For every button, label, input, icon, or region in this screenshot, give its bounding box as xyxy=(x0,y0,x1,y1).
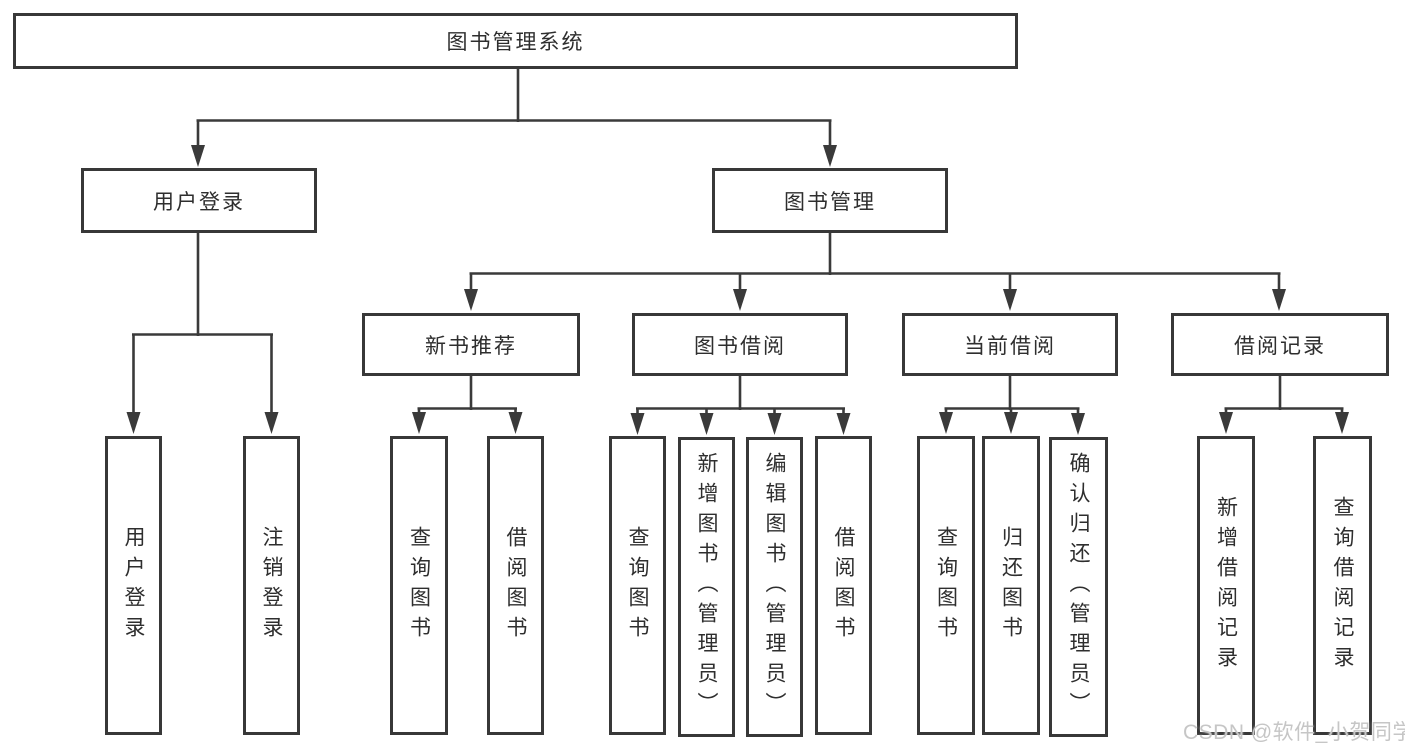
node-add-borrow-record: 新增借阅记录 xyxy=(1197,436,1255,735)
node-user-login: 用户登录 xyxy=(105,436,162,735)
node-label: 确认归还（管理员） xyxy=(1067,452,1090,722)
node-label: 查询图书 xyxy=(934,525,958,646)
node-label: 借阅图书 xyxy=(832,525,855,646)
node-user-login-group: 用户登录 xyxy=(81,168,317,233)
node-add-books-admin: 新增图书（管理员） xyxy=(678,437,735,737)
node-current-borrowing: 当前借阅 xyxy=(902,313,1118,376)
node-label: 用户登录 xyxy=(122,525,145,646)
node-book-borrowing: 图书借阅 xyxy=(632,313,848,376)
node-logout: 注销登录 xyxy=(243,436,300,735)
node-label: 查询图书 xyxy=(407,525,431,646)
node-borrowing-records: 借阅记录 xyxy=(1171,313,1389,376)
node-label: 查询图书 xyxy=(626,525,649,646)
node-label: 注销登录 xyxy=(260,525,283,646)
node-label: 新增借阅记录 xyxy=(1214,495,1238,676)
node-label: 借阅图书 xyxy=(504,525,527,646)
node-edit-books-admin: 编辑图书（管理员） xyxy=(746,437,803,737)
node-borrow-books: 借阅图书 xyxy=(815,436,872,735)
node-label: 归还图书 xyxy=(999,525,1023,646)
node-label: 编辑图书（管理员） xyxy=(763,452,786,722)
node-query-books-borrow: 查询图书 xyxy=(609,436,666,735)
node-borrow-books-recommend: 借阅图书 xyxy=(487,436,544,735)
node-query-books-current: 查询图书 xyxy=(917,436,975,735)
node-label: 查询借阅记录 xyxy=(1331,495,1354,676)
node-library-management-system: 图书管理系统 xyxy=(13,13,1018,69)
csdn-watermark: CSDN @软件_小贺同学 xyxy=(1183,721,1405,744)
node-query-borrow-record: 查询借阅记录 xyxy=(1313,436,1372,735)
node-book-management-group: 图书管理 xyxy=(712,168,948,233)
node-label: 新增图书（管理员） xyxy=(695,452,718,722)
node-new-book-recommend: 新书推荐 xyxy=(362,313,580,376)
node-query-books-recommend: 查询图书 xyxy=(390,436,448,735)
node-return-books: 归还图书 xyxy=(982,436,1040,735)
node-confirm-return-admin: 确认归还（管理员） xyxy=(1049,437,1108,737)
